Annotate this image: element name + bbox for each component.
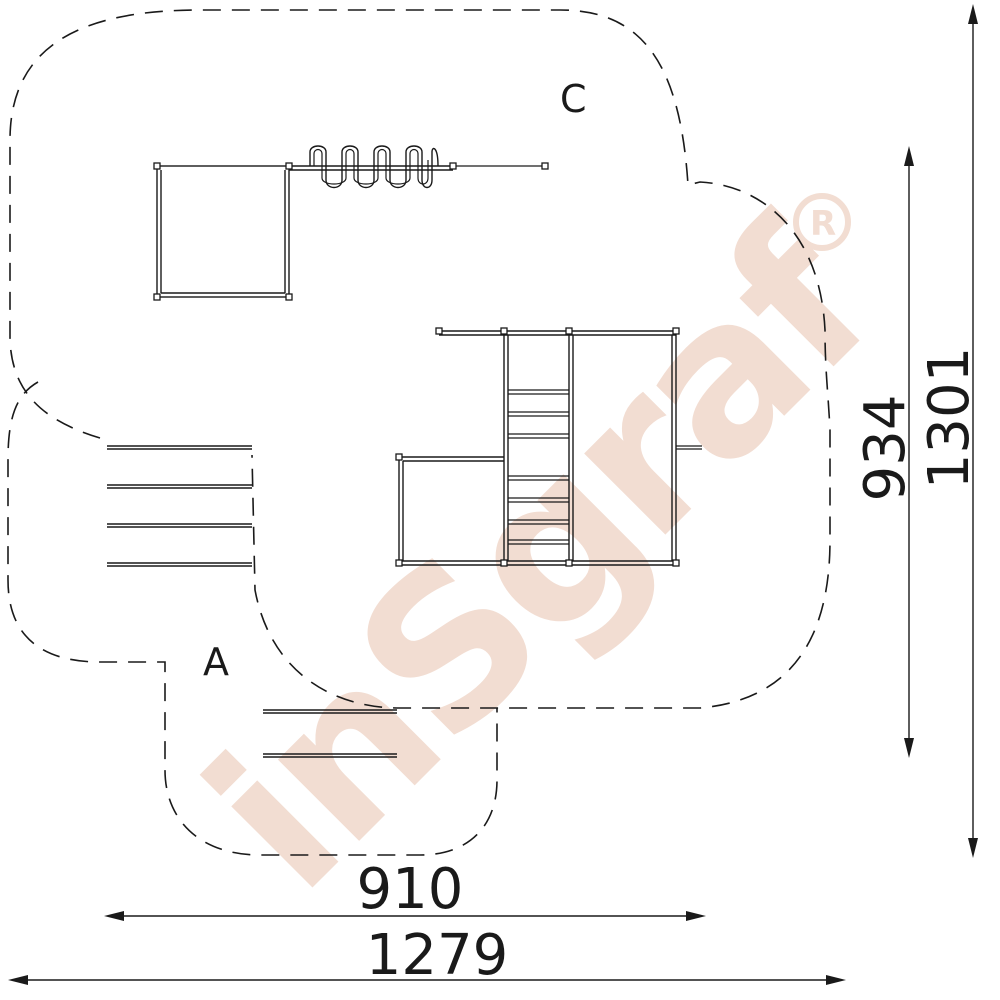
post-square [541,162,549,170]
post-square [285,293,293,301]
dimension-label-outer-height: 1301 [917,347,982,490]
dimension-label-outer-width: 1279 [366,923,509,988]
post-square [153,162,161,170]
ladder-structure [395,327,702,567]
registered-mark-letter: R [810,204,836,244]
post-square [285,162,293,170]
square-frame-outline [156,165,290,298]
wavy-loop [309,145,439,189]
post-square [565,327,573,335]
dimension-outer-height: 1301 [917,4,982,858]
arrowhead-bottom [968,838,978,858]
dimension-inner-height: 934 [853,146,918,758]
post-square [153,293,161,301]
post-square [500,327,508,335]
post-square [435,327,443,335]
dimension-label-inner-height: 934 [853,395,918,502]
dimension-outer-width: 1279 [8,923,846,988]
post-square [565,559,573,567]
arrowhead-left [104,911,124,921]
dimension-label-inner-width: 910 [357,857,464,922]
post-square [395,559,403,567]
safety-zones [7,9,831,856]
watermark: inSgraf R [162,178,920,936]
post-square [672,327,680,335]
balance-bars-lower [263,709,397,758]
safety-zone-upper [9,9,831,709]
square-frame-element [153,162,549,301]
post-square [500,559,508,567]
post-square [449,162,457,170]
balance-bars-left [107,445,252,567]
arrowhead-right [826,975,846,985]
arrowhead-top [904,146,914,166]
zone-label-a: A [203,640,229,684]
arrowhead-bottom [904,738,914,758]
arrowhead-right [686,911,706,921]
wavy-climber [309,145,439,189]
post-square [672,559,680,567]
registered-mark-ring [793,193,851,251]
ladder-rungs [508,389,569,545]
wavy-loop-inner [313,148,429,185]
zone-label-c: C [560,77,587,121]
arrowhead-left [8,975,28,985]
dimension-inner-width: 910 [104,857,706,922]
post-square [395,453,403,461]
arrowhead-top [968,4,978,24]
watermark-text: inSgraf [162,178,920,936]
